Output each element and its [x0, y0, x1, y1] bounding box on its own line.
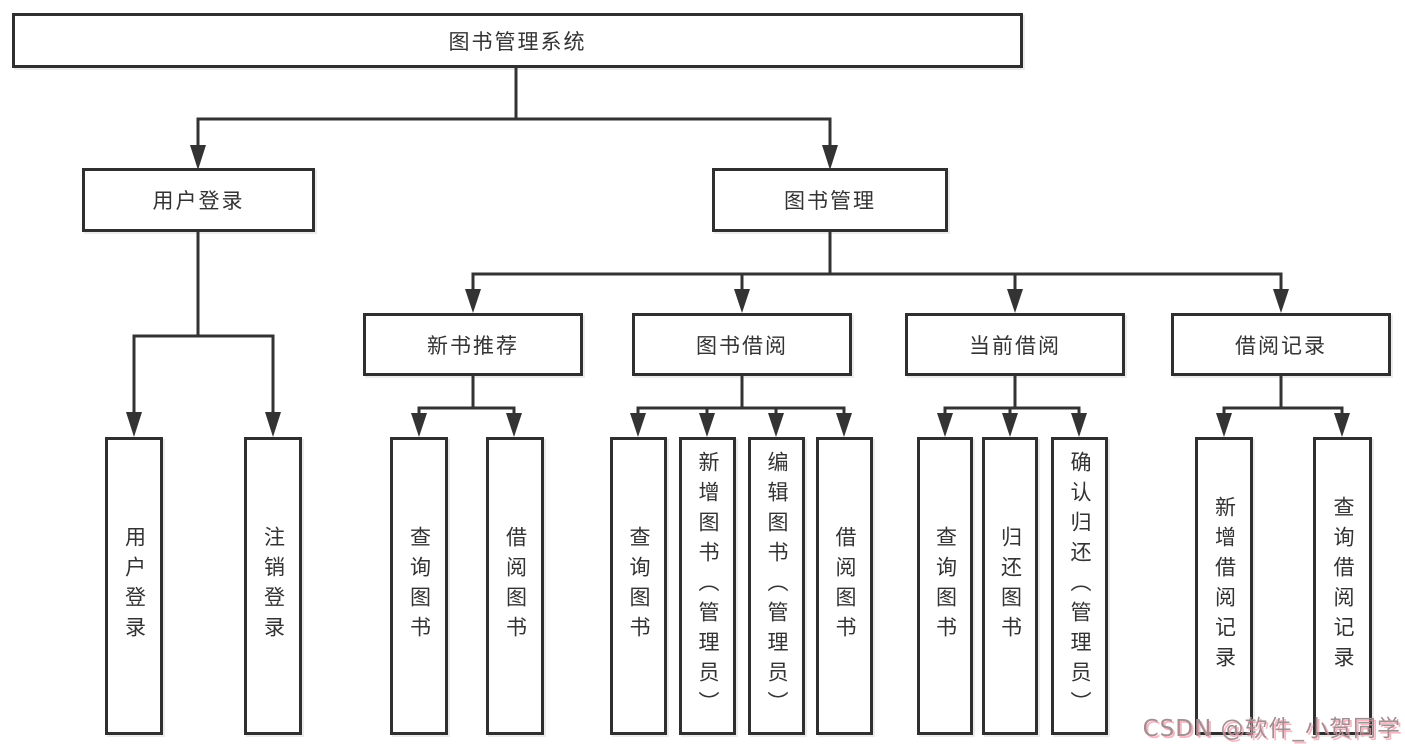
leaf-borrow-book: 借阅图书 — [816, 437, 873, 735]
node-book-borrow: 图书借阅 — [632, 313, 852, 376]
leaf-recommend-query-books: 查询图书 — [390, 437, 448, 735]
leaf-add-borrow-record: 新增借阅记录 — [1195, 437, 1253, 735]
node-book-management-label: 图书管理 — [784, 189, 876, 213]
leaf-recommend-borrow-books-label: 借阅图书 — [503, 526, 528, 646]
node-borrow-records-label: 借阅记录 — [1235, 333, 1327, 358]
node-user-login-label: 用户登录 — [152, 189, 245, 213]
leaf-recommend-borrow-books: 借阅图书 — [486, 437, 544, 735]
leaf-query-borrow-record: 查询借阅记录 — [1313, 437, 1372, 735]
leaf-borrow-query-books-label: 查询图书 — [627, 526, 651, 646]
leaf-user-login-label: 用户登录 — [122, 526, 147, 646]
leaf-logout: 注销登录 — [244, 437, 302, 735]
leaf-query-borrow-record-label: 查询借阅记录 — [1331, 496, 1355, 676]
node-current-borrow: 当前借阅 — [905, 313, 1125, 376]
leaf-borrow-query-books: 查询图书 — [610, 437, 667, 735]
leaf-user-login: 用户登录 — [105, 437, 163, 735]
leaf-return-book-label: 归还图书 — [998, 526, 1023, 646]
leaf-current-query-books: 查询图书 — [917, 437, 973, 735]
node-new-book-recommend-label: 新书推荐 — [427, 333, 519, 358]
node-borrow-records: 借阅记录 — [1171, 313, 1391, 376]
leaf-return-book: 归还图书 — [982, 437, 1038, 735]
leaf-recommend-query-books-label: 查询图书 — [407, 526, 432, 646]
leaf-edit-book-admin-label: 编辑图书（管理员） — [765, 451, 789, 721]
leaf-add-book-admin: 新增图书（管理员） — [679, 437, 736, 735]
node-book-management: 图书管理 — [712, 168, 948, 232]
node-book-borrow-label: 图书借阅 — [696, 333, 788, 358]
arrowhead-group — [126, 145, 1350, 437]
leaf-logout-label: 注销登录 — [261, 526, 286, 646]
node-root-label: 图书管理系统 — [448, 29, 587, 54]
leaf-add-borrow-record-label: 新增借阅记录 — [1212, 496, 1237, 676]
node-root: 图书管理系统 — [12, 13, 1023, 68]
node-user-login: 用户登录 — [82, 168, 315, 232]
leaf-edit-book-admin: 编辑图书（管理员） — [748, 437, 805, 735]
leaf-current-query-books-label: 查询图书 — [933, 526, 958, 646]
node-new-book-recommend: 新书推荐 — [363, 313, 583, 376]
node-current-borrow-label: 当前借阅 — [969, 333, 1061, 358]
leaf-borrow-book-label: 借阅图书 — [833, 526, 857, 646]
leaf-confirm-return-admin-label: 确认归还（管理员） — [1068, 451, 1092, 721]
leaf-add-book-admin-label: 新增图书（管理员） — [696, 451, 720, 721]
watermark: CSDN @软件_小贺同学 — [1142, 716, 1401, 742]
leaf-confirm-return-admin: 确认归还（管理员） — [1051, 437, 1108, 735]
